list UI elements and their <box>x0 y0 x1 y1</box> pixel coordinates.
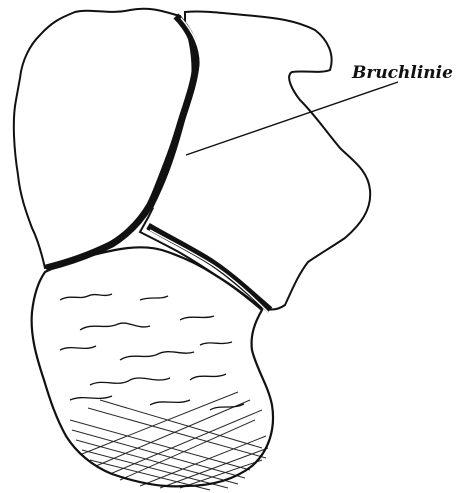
bruchlinie-label: Bruchlinie <box>351 63 453 83</box>
